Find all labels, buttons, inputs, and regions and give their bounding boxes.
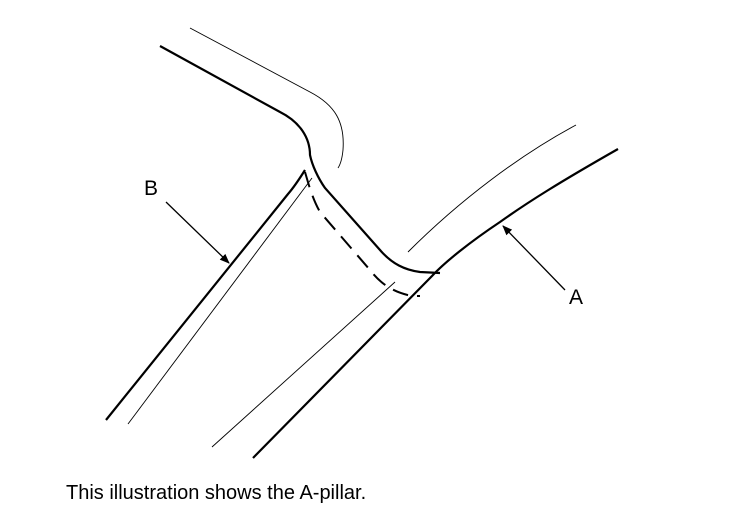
callout-label-a: A (569, 286, 584, 309)
roof-panel-thick-edge (159, 45, 441, 275)
callout-label-b: B (144, 177, 159, 200)
pillar-hidden-dashed-edge (304, 171, 420, 297)
callout-b-leader (165, 201, 230, 264)
windshield-thin-edge (407, 124, 577, 253)
pillar-lower-thin-edge (211, 281, 396, 448)
illustration-caption: This illustration shows the A-pillar. (66, 482, 367, 504)
windshield-thick-edge (252, 148, 619, 459)
pillar-left-thin-edge (127, 177, 313, 425)
pillar-left-thick-edge (105, 169, 306, 421)
callout-a-leader (502, 225, 566, 291)
roof-outer-thin-edge (189, 27, 344, 169)
